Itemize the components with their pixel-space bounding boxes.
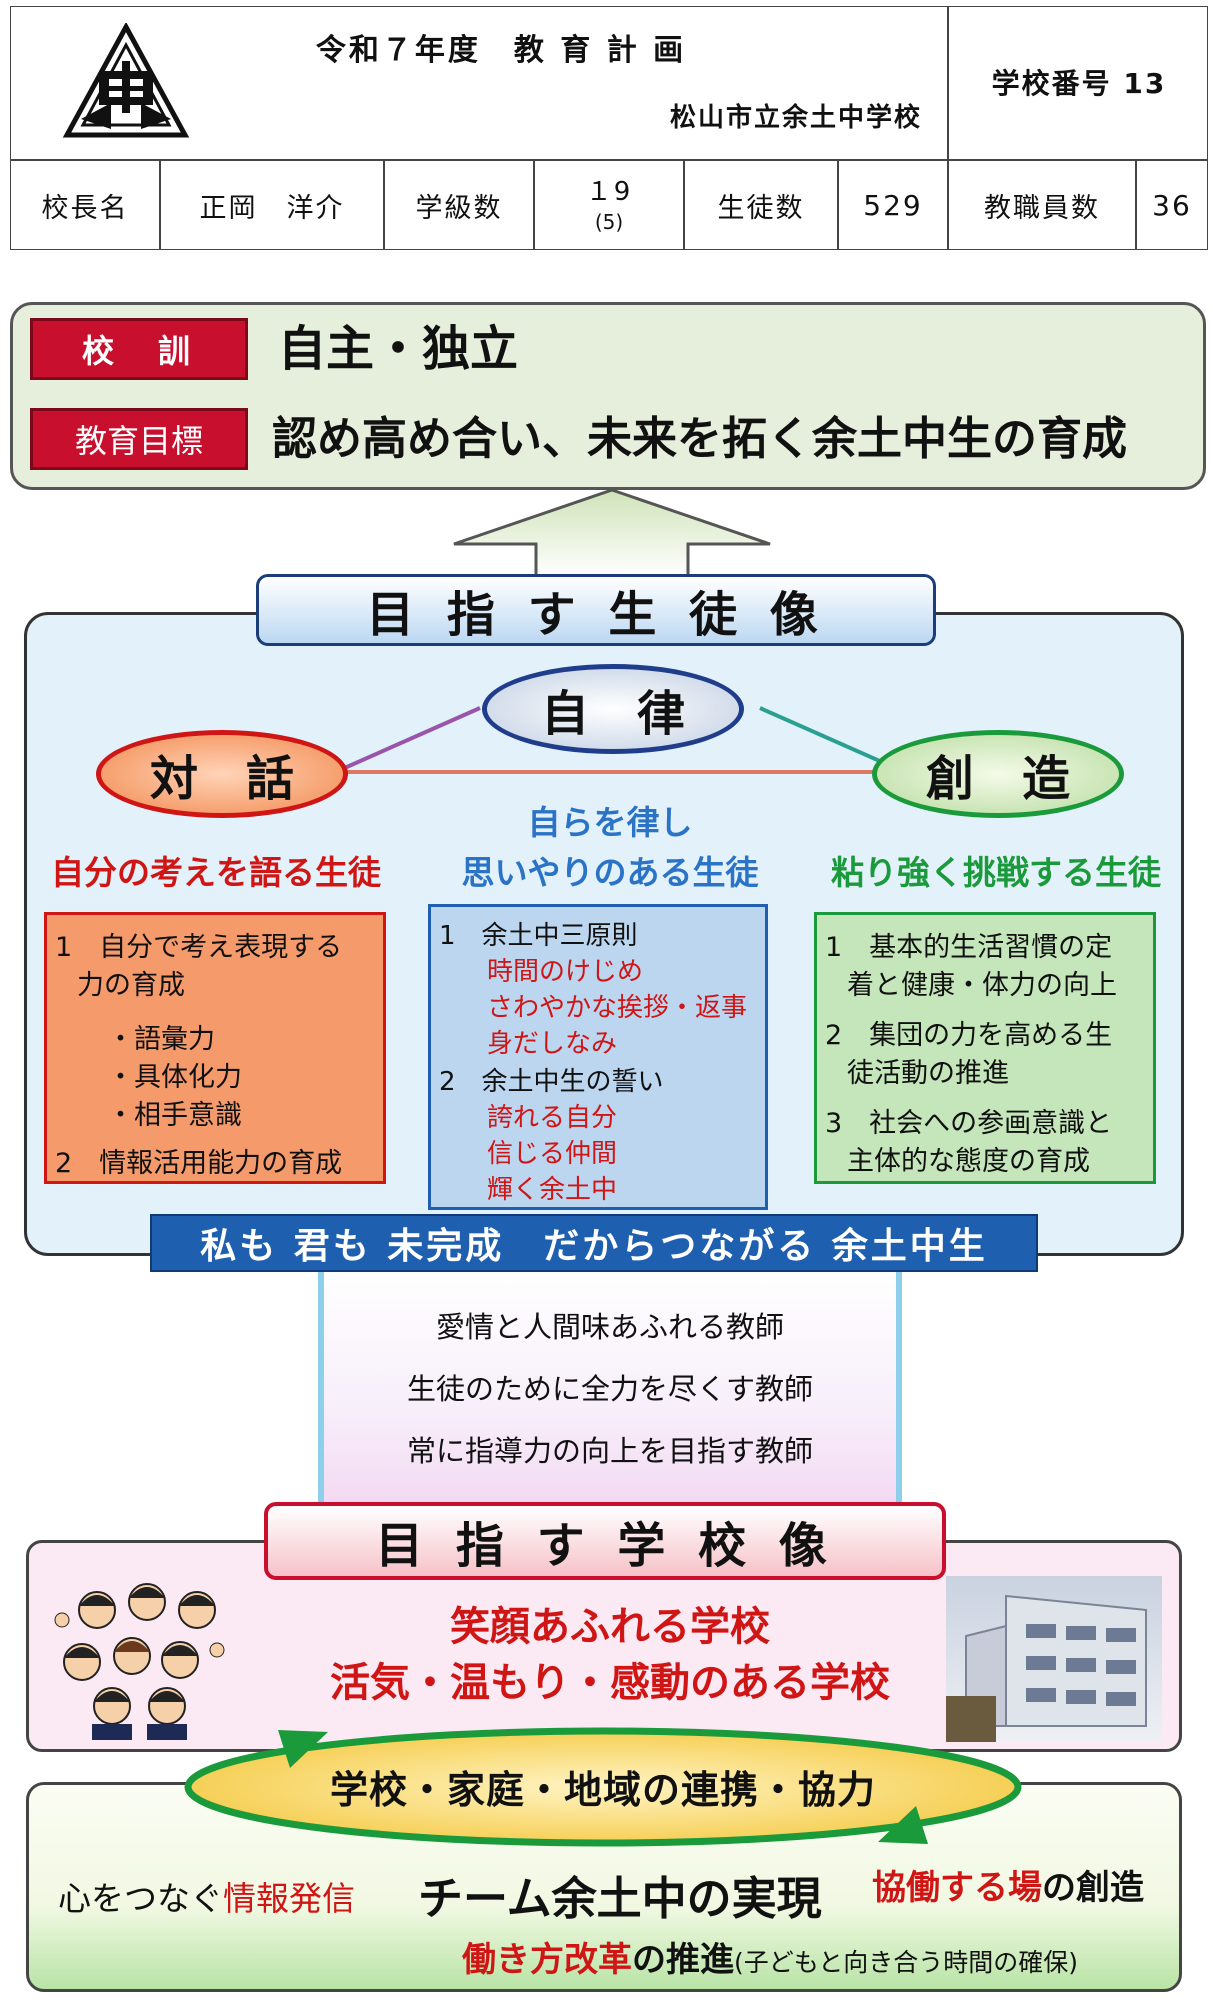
goal-label: 教育目標	[30, 408, 248, 470]
classes-value-cell: １9 (5)	[535, 161, 683, 249]
teacher-panel	[318, 1272, 902, 1506]
center-sub-1: 自らを律し	[527, 803, 693, 842]
left-item-1b: 力の育成	[77, 970, 185, 1001]
work-reform-red: 働き方改革	[462, 1940, 632, 1980]
principal-label: 校長名	[41, 192, 129, 224]
staff-label: 教職員数	[984, 192, 1100, 224]
team-yodo: チーム余土中の実現	[418, 1872, 822, 1925]
goal-text: 認め高め合い、未来を拓く余土中生の育成	[272, 412, 1128, 465]
center-item-2: 2 余土中生の誓い	[439, 1067, 664, 1097]
center-item-1: 1 余土中三原則	[439, 921, 638, 951]
ellipse-right-creation: 創 造	[872, 730, 1124, 818]
left-bullet-3: ・相手意識	[107, 1100, 242, 1131]
school-image-title: 目 指 す 学 校 像	[264, 1502, 946, 1580]
left-bullet-1: ・語彙力	[107, 1024, 215, 1055]
left-box: 1 自分で考え表現する 力の育成 ・語彙力 ・具体化力 ・相手意識 2 情報活用…	[44, 912, 386, 1184]
info-sharing: 心をつなぐ情報発信	[58, 1872, 355, 1920]
slogan-banner: 私も 君も 未完成 だからつながる 余土中生	[150, 1214, 1038, 1272]
info-sharing-plain: 心をつなぐ	[58, 1879, 223, 1918]
collaboration-place: 協働する場の創造	[872, 1860, 1144, 1909]
students-label: 生徒数	[717, 192, 805, 224]
right-item-2a: 2 集団の力を高める生	[825, 1020, 1113, 1051]
info-sharing-red: 情報発信	[223, 1879, 355, 1918]
work-reform: 働き方改革の推進(子どもと向き合う時間の確保)	[462, 1932, 1078, 1981]
work-reform-note: (子どもと向き合う時間の確保)	[734, 1948, 1079, 1977]
school-image-line-2: 活気・温もり・感動のある学校	[330, 1659, 890, 1706]
teacher-line-1: 愛情と人間味あふれる教師	[435, 1310, 784, 1344]
school-building-photo	[946, 1576, 1162, 1742]
students-value: 529	[863, 188, 923, 222]
left-item-1a: 1 自分で考え表現する	[55, 932, 343, 963]
school-emblem	[61, 21, 191, 141]
center-red-3: 身だしなみ	[487, 1029, 618, 1059]
collaboration-plain: の創造	[1042, 1868, 1144, 1908]
center-box: 1 余土中三原則 時間のけじめ さわやかな挨拶・返事 身だしなみ 2 余土中生の…	[428, 904, 768, 1210]
right-item-2b: 徒活動の推進	[847, 1058, 1009, 1089]
students-illustration-icon	[54, 1583, 225, 1740]
up-arrow-icon	[453, 488, 771, 578]
principal-name: 正岡 洋介	[199, 192, 345, 224]
student-image-title: 目 指 す 生 徒 像	[256, 574, 936, 646]
header-table: 令和７年度 教 育 計 画 松山市立余土中学校 学校番号 13 校長名 正岡 洋…	[10, 6, 1208, 250]
staff-value: 36	[1152, 188, 1192, 222]
center-red-2: さわやかな挨拶・返事	[487, 993, 748, 1023]
right-item-3b: 主体的な態度の育成	[847, 1146, 1090, 1177]
plan-title: 令和７年度 教 育 計 画	[315, 33, 687, 68]
school-image-line-1: 笑顔あふれる学校	[450, 1603, 770, 1650]
motto-label: 校 訓	[30, 318, 248, 380]
left-item-2: 2 情報活用能力の育成	[55, 1148, 343, 1179]
motto-text: 自主・独立	[278, 321, 519, 377]
right-sub: 粘り強く挑戦する生徒	[831, 853, 1161, 892]
center-red-4: 誇れる自分	[487, 1103, 618, 1133]
cooperation-ellipse-text: 学校・家庭・地域の連携・協力	[329, 1767, 876, 1812]
center-sub-2: 思いやりのある生徒	[461, 853, 759, 892]
ellipse-left-dialogue: 対 話	[96, 730, 348, 818]
work-reform-plain: の推進	[632, 1940, 734, 1980]
ellipse-center-autonomy: 自 律	[482, 664, 744, 754]
right-item-3a: 3 社会への参画意識と	[825, 1108, 1113, 1139]
center-red-1: 時間のけじめ	[487, 957, 644, 987]
teacher-line-2: 生徒のために全力を尽くす教師	[406, 1372, 813, 1406]
classes-value: １9	[585, 177, 633, 207]
left-bullet-2: ・具体化力	[107, 1062, 242, 1093]
center-red-6: 輝く余土中	[487, 1175, 618, 1205]
right-box: 1 基本的生活習慣の定 着と健康・体力の向上 2 集団の力を高める生 徒活動の推…	[814, 912, 1156, 1184]
teacher-line-3: 常に指導力の向上を目指す教師	[406, 1434, 813, 1468]
school-name: 松山市立余土中学校	[669, 102, 922, 133]
center-red-5: 信じる仲間	[487, 1139, 618, 1169]
collaboration-red: 協働する場	[872, 1868, 1042, 1908]
classes-label: 学級数	[415, 192, 503, 224]
right-item-1b: 着と健康・体力の向上	[847, 970, 1117, 1001]
right-item-1a: 1 基本的生活習慣の定	[825, 932, 1113, 963]
relation-lines	[339, 706, 901, 774]
cooperation-ellipse-arrows	[184, 1727, 1022, 1847]
school-number: 学校番号 13	[991, 67, 1167, 100]
classes-sub: (5)	[594, 210, 624, 234]
left-sub: 自分の考えを語る生徒	[51, 853, 381, 892]
